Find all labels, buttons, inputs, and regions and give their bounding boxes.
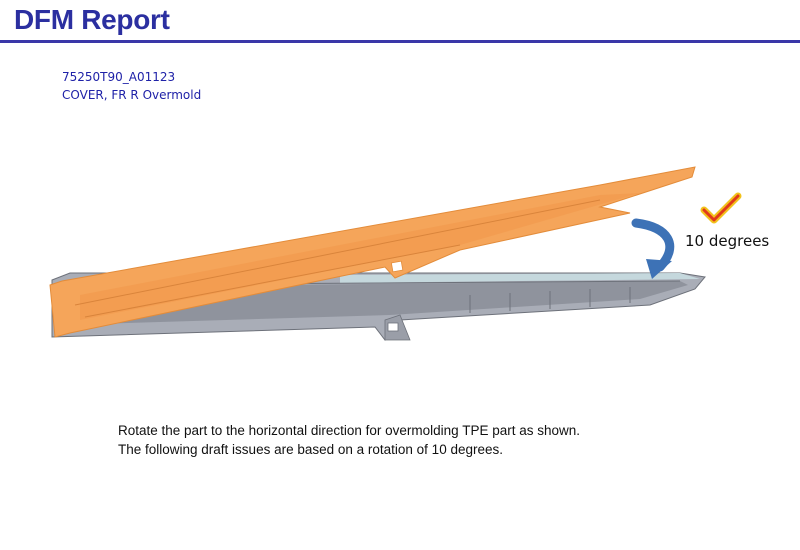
header-divider bbox=[0, 40, 800, 43]
part-name: COVER, FR R Overmold bbox=[62, 88, 202, 102]
rotation-arrow-icon bbox=[631, 218, 675, 279]
check-mark-icon bbox=[700, 192, 742, 224]
caption-line-1: Rotate the part to the horizontal direct… bbox=[118, 423, 580, 438]
rotated-part bbox=[49, 166, 696, 338]
part-number: 75250T90_A01123 bbox=[62, 70, 176, 84]
caption: Rotate the part to the horizontal direct… bbox=[118, 421, 580, 459]
report-header: DFM Report bbox=[0, 0, 800, 44]
rotation-angle-label: 10 degrees bbox=[685, 232, 770, 250]
part-rotation-illustration bbox=[49, 166, 706, 341]
report-title: DFM Report bbox=[14, 4, 170, 35]
caption-line-2: The following draft issues are based on … bbox=[118, 442, 503, 457]
